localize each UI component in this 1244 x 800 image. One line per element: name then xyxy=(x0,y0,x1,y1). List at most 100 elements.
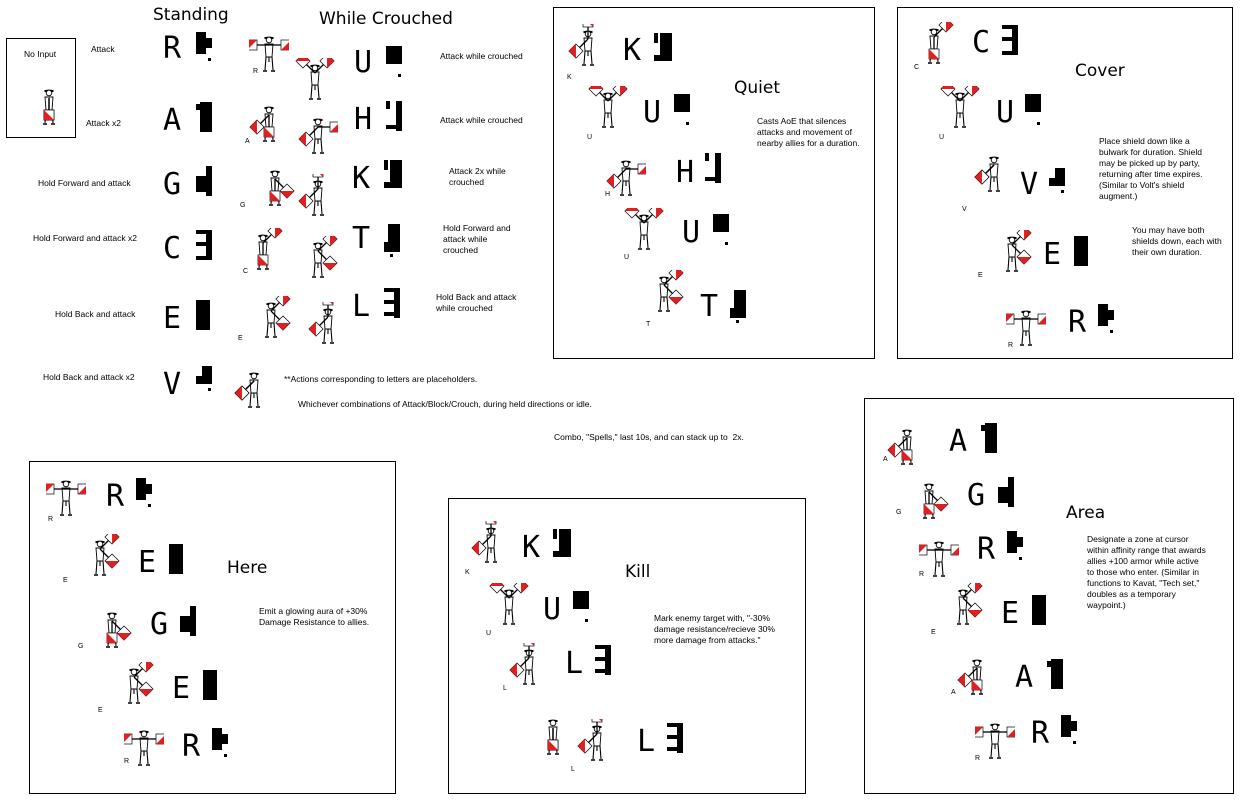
spell-card-cover: Cover Place shield down like a bulwark f… xyxy=(897,7,1233,359)
combo-letter: E xyxy=(1001,596,1020,631)
glyph-v-icon xyxy=(1049,168,1069,207)
semaphore-figure-icon xyxy=(644,265,684,323)
semaphore-figure-icon xyxy=(943,578,983,636)
combo-letter: R xyxy=(1031,716,1050,751)
glyph-l-icon xyxy=(667,723,687,762)
figure-tag: U xyxy=(587,134,593,141)
glyph-a-icon xyxy=(1047,659,1067,698)
combo-letter: U xyxy=(643,95,662,130)
action-label-hold-forward: Hold Forward and attack xyxy=(38,178,131,188)
semaphore-figure-icon xyxy=(121,724,167,777)
glyph-u-icon xyxy=(386,46,406,85)
action-label-hold-back: Hold Back and attack xyxy=(55,309,136,319)
figure-tag: E xyxy=(931,629,936,636)
glyph-e-icon xyxy=(169,544,189,583)
action-label-hold-forward-x2: Hold Forward and attack x2 xyxy=(33,233,137,243)
semaphore-figure-icon xyxy=(29,83,69,136)
spell-title: Cover xyxy=(1075,61,1125,81)
letter-h: H xyxy=(354,102,373,137)
figure-tag: E xyxy=(63,577,68,584)
semaphore-figure-icon xyxy=(568,16,608,77)
glyph-r-icon xyxy=(1007,531,1027,570)
semaphore-figure-icon xyxy=(234,366,274,419)
combo-letter: U xyxy=(543,592,562,627)
glyph-r-icon xyxy=(1061,715,1081,754)
semaphore-figure-icon xyxy=(916,535,962,588)
heading-while-crouched: While Crouched xyxy=(319,9,453,29)
note-combo-count: 2x. xyxy=(732,432,744,442)
letter-e: E xyxy=(163,301,182,336)
combo-letter: A xyxy=(949,424,968,459)
semaphore-figure-icon xyxy=(92,606,132,659)
figure-tag: T xyxy=(646,321,651,328)
combo-letter: L xyxy=(565,646,584,681)
figure-tag: C xyxy=(243,268,249,275)
glyph-k-icon xyxy=(654,33,674,72)
action-label-crouch-back: Hold Back and attack while crouched xyxy=(436,292,517,313)
combo-letter: V xyxy=(1020,167,1039,202)
spell-card-area: Area Designate a zone at cursor within a… xyxy=(864,398,1234,794)
combo-letter: C xyxy=(972,25,991,60)
spell-description: Place shield down like a bulwark for dur… xyxy=(1099,136,1203,201)
action-label-attack: Attack xyxy=(91,44,115,54)
figure-tag: R xyxy=(975,755,981,762)
semaphore-figure-icon xyxy=(577,711,617,772)
combo-letter: G xyxy=(150,607,169,642)
action-label-crouch-attack: Attack while crouched xyxy=(440,51,523,61)
figure-tag: G xyxy=(240,202,246,209)
semaphore-figure-icon xyxy=(251,291,291,349)
note-placeholder: **Actions corresponding to letters are p… xyxy=(284,374,478,384)
semaphore-figure-icon xyxy=(298,166,338,227)
combo-letter: K xyxy=(623,33,642,68)
combo-letter: R xyxy=(977,532,996,567)
glyph-t-icon xyxy=(384,224,404,263)
combo-letter: G xyxy=(967,478,986,513)
semaphore-figure-icon xyxy=(295,53,335,111)
figure-tag: G xyxy=(896,509,902,516)
spell-description: Casts AoE that silences attacks and move… xyxy=(757,116,860,148)
combo-letter: U xyxy=(682,215,701,250)
glyph-u-icon xyxy=(1025,94,1045,133)
letter-v: V xyxy=(163,367,182,402)
figure-tag: H xyxy=(605,191,611,198)
glyph-e-icon xyxy=(1074,236,1094,275)
glyph-r-icon xyxy=(212,728,232,767)
spell-description: Designate a zone at cursor within affini… xyxy=(1087,534,1206,610)
combo-letter: R xyxy=(106,479,125,514)
figure-tag: U xyxy=(939,134,945,141)
combo-letter: E xyxy=(172,671,191,706)
letter-g: G xyxy=(163,167,182,202)
spell-title: Kill xyxy=(625,562,651,582)
semaphore-figure-icon xyxy=(887,423,927,476)
glyph-r-icon xyxy=(196,32,216,71)
semaphore-figure-icon xyxy=(43,474,89,527)
semaphore-figure-icon xyxy=(80,529,120,587)
figure-tag: R xyxy=(48,516,54,523)
semaphore-figure-icon xyxy=(992,225,1032,283)
glyph-k-icon xyxy=(384,160,404,199)
glyph-t-icon xyxy=(730,290,750,329)
spell-card-quiet: Quiet Casts AoE that silences attacks an… xyxy=(553,7,875,359)
semaphore-figure-icon xyxy=(471,513,511,574)
glyph-e-icon xyxy=(203,670,223,709)
note-combo: Combo, "Spells," last 10s, and can stack… xyxy=(554,432,744,443)
action-label-attack-x2: Attack x2 xyxy=(86,118,121,128)
semaphore-figure-icon xyxy=(588,81,628,139)
semaphore-figure-icon xyxy=(909,477,949,530)
figure-tag: G xyxy=(78,643,84,650)
glyph-l-icon xyxy=(384,288,404,327)
semaphore-figure-icon xyxy=(255,164,295,217)
letter-l: L xyxy=(352,289,371,324)
figure-tag: R xyxy=(919,571,925,578)
figure-tag: R xyxy=(253,68,259,75)
combo-letter: A xyxy=(1015,660,1034,695)
action-label-hold-back-x2: Hold Back and attack x2 xyxy=(43,372,135,382)
glyph-v-icon xyxy=(196,366,216,405)
semaphore-figure-icon xyxy=(243,223,283,281)
figure-tag: U xyxy=(624,254,630,261)
figure-tag: R xyxy=(1008,342,1014,349)
semaphore-figure-icon xyxy=(974,150,1014,203)
glyph-k-icon xyxy=(553,529,573,568)
glyph-c-icon xyxy=(1002,25,1022,64)
semaphore-figure-icon xyxy=(509,635,549,696)
